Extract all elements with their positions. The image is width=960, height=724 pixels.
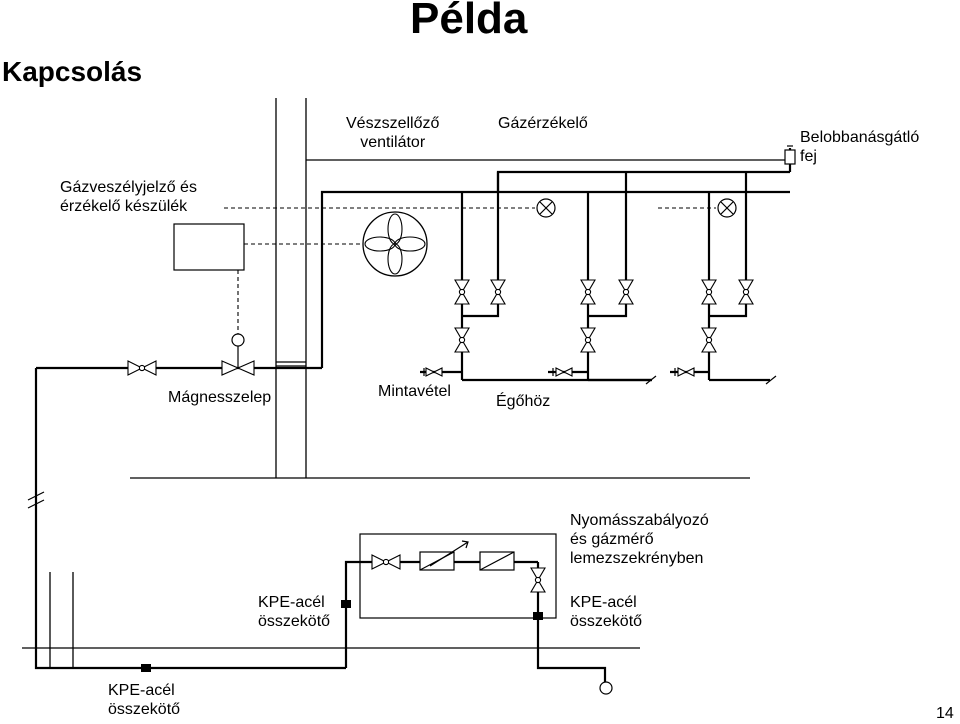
regulator-cabinet (359, 533, 557, 619)
vertical-valve-symbol (738, 279, 754, 305)
vertical-valve-symbol (454, 279, 470, 305)
gas-meter-symbol (479, 551, 515, 571)
vertical-valve-symbol (701, 327, 717, 353)
sampling-valve-symbol (423, 367, 443, 377)
fan-symbol (362, 211, 428, 277)
gas-sensor-symbol (717, 198, 737, 218)
label-kpe-coupling-right: KPE-acél összekötő (570, 594, 643, 630)
sampling-valve-symbol (552, 367, 573, 377)
label-kpe-coupling-bottom: KPE-acél összekötő (108, 682, 181, 718)
solenoid-valve-symbol (221, 333, 255, 376)
vertical-valve-symbol (454, 327, 470, 353)
label-flame-arrester: Belobbanásgátló fej (800, 129, 920, 165)
label-gas-detector: Gázveszélyjelző és érzékelő készülék (60, 179, 197, 215)
gas-inlet-endpoint (599, 681, 613, 695)
page-subtitle: Kapcsolás (2, 56, 143, 87)
label-to-burner: Égőhöz (496, 393, 551, 410)
vertical-valve-symbol (580, 327, 596, 353)
flame-arrester-symbol (784, 145, 796, 172)
pressure-regulator-symbol (419, 540, 469, 571)
label-kpe-coupling-left: KPE-acél összekötő (258, 594, 331, 630)
vertical-valve-symbol (580, 279, 596, 305)
vertical-valve-symbol (701, 279, 717, 305)
page-title: Példa (410, 0, 528, 43)
ball-valve-symbol (127, 360, 157, 376)
vertical-valve-symbol (530, 567, 546, 593)
vertical-valve-symbol (618, 279, 634, 305)
kpe-coupling-marker (533, 612, 543, 620)
label-sampling: Mintavétel (378, 383, 451, 400)
label-emergency-fan: Vészszellőző ventilátor (346, 115, 440, 151)
kpe-coupling-marker (141, 664, 151, 672)
label-regulator-cabinet: Nyomásszabályozó és gázmérő lemezszekrén… (570, 512, 709, 567)
gas-sensor-symbol (536, 198, 556, 218)
pipe-break-marks (27, 375, 777, 509)
kpe-coupling-marker (341, 600, 351, 608)
label-solenoid-valve: Mágnesszelep (168, 389, 272, 406)
vertical-valve-symbol (490, 279, 506, 305)
sampling-valve-symbol (674, 367, 695, 377)
gas-detector-unit (173, 207, 716, 336)
page-number: 14 (936, 705, 954, 722)
ball-valve-symbol (371, 554, 401, 570)
label-gas-sensor: Gázérzékelő (498, 115, 588, 132)
